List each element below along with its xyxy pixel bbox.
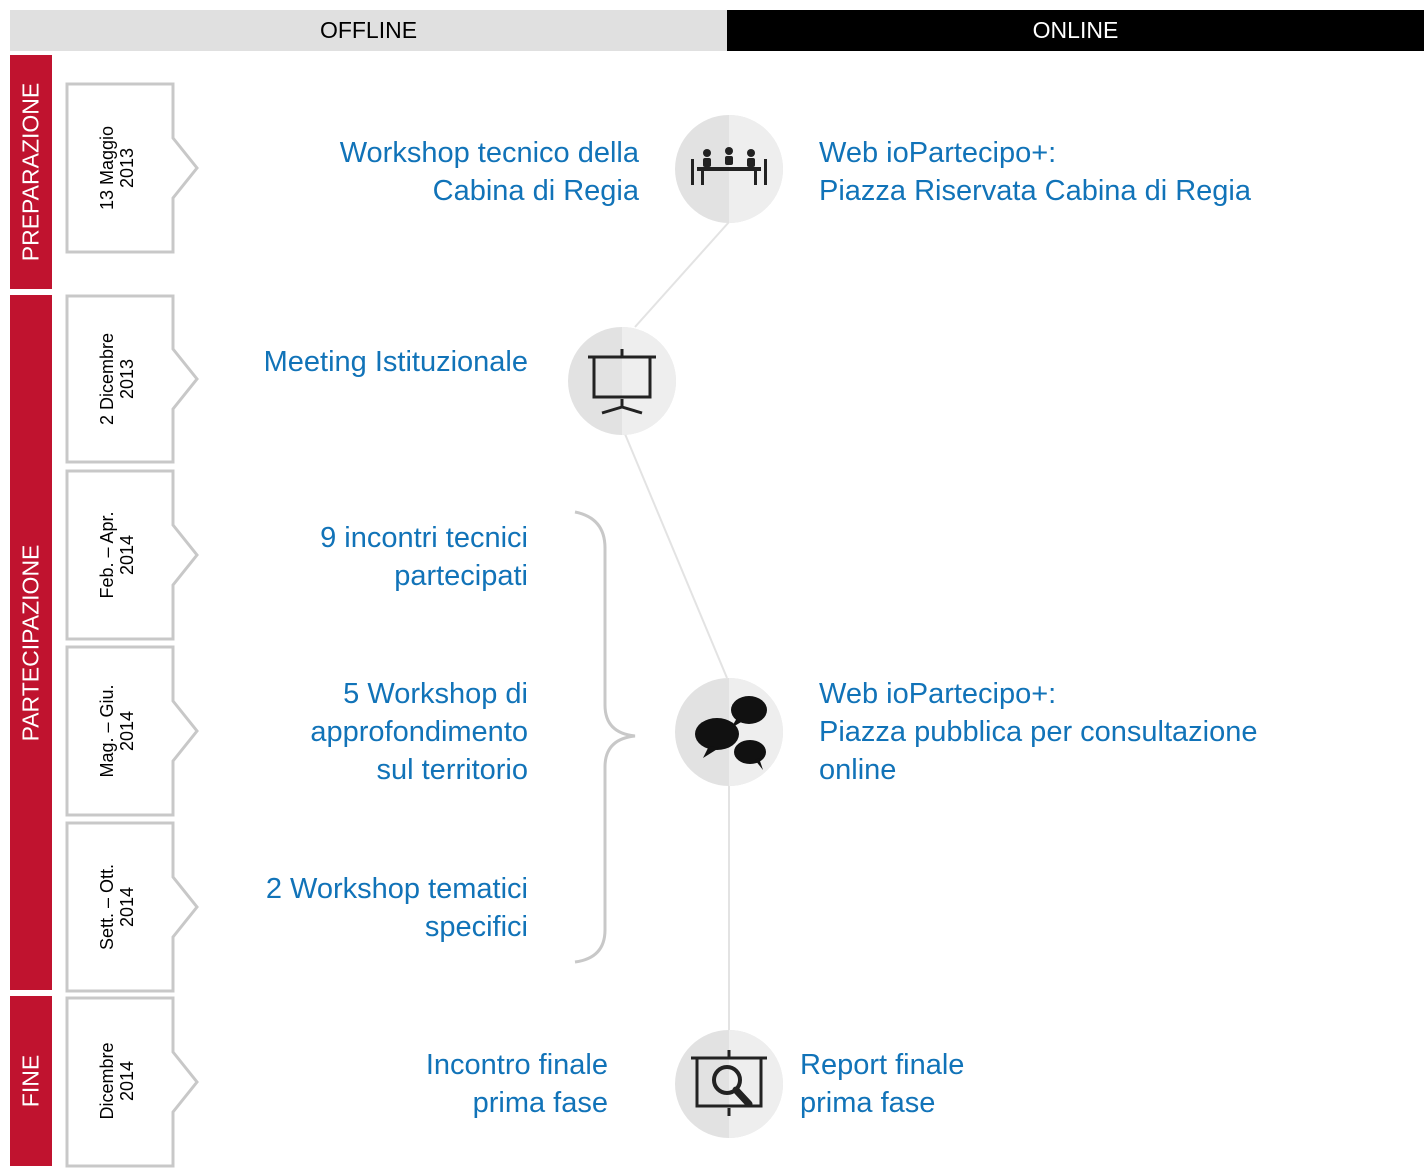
meeting-table-icon xyxy=(675,115,783,223)
phase-fine: FINE xyxy=(10,996,52,1166)
report-magnifier-icon xyxy=(675,1030,783,1138)
online-event-1: Web ioPartecipo+:Piazza Riservata Cabina… xyxy=(819,137,1251,207)
phase-preparazione: PREPARAZIONE xyxy=(10,55,52,289)
online-header: ONLINE xyxy=(727,10,1424,51)
phase-partecipazione: PARTECIPAZIONE xyxy=(10,295,52,990)
bracket xyxy=(574,510,636,964)
offline-header: OFFLINE xyxy=(10,10,727,51)
offline-event-2: Meeting Istituzionale xyxy=(263,346,528,378)
date-box-3: Feb. – Apr.2014 xyxy=(65,469,200,641)
online-event-2: Web ioPartecipo+:Piazza pubblica per con… xyxy=(819,678,1258,786)
speech-bubbles-icon xyxy=(675,678,783,786)
date-box-4: Mag. – Giu.2014 xyxy=(65,645,200,817)
date-label-5: Sett. – Ott.2014 xyxy=(97,863,137,951)
date-label-3: Feb. – Apr.2014 xyxy=(97,511,137,599)
date-label-4: Mag. – Giu.2014 xyxy=(97,684,137,778)
presentation-screen-icon xyxy=(568,327,676,435)
date-box-5: Sett. – Ott.2014 xyxy=(65,821,200,993)
